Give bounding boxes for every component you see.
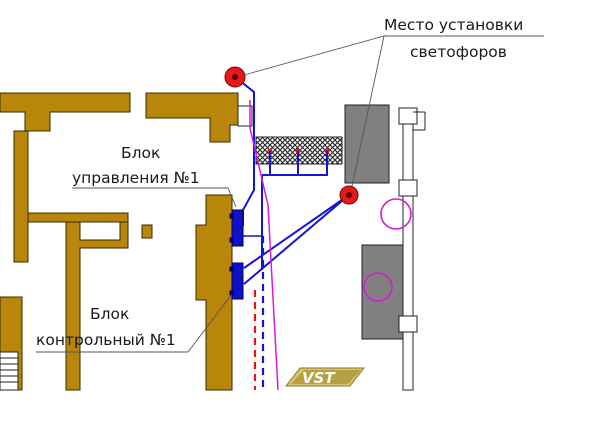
control-unit-label-line1: Блок (121, 144, 160, 162)
control-unit-1 (231, 209, 244, 247)
gate-post (402, 111, 414, 391)
wall-top-middle (145, 92, 239, 143)
logo-text: VST (302, 369, 336, 387)
detector-circle-lower (363, 272, 393, 302)
detector-circle-upper (380, 198, 412, 230)
wall-middle-horizontal (27, 212, 129, 223)
signals-location-label-line2: светофоров (410, 43, 507, 61)
check-unit-label-line2: контрольный №1 (36, 331, 176, 349)
equipment-upper (344, 104, 390, 184)
cables-blue (234, 76, 350, 285)
wall-column (141, 224, 153, 239)
signals-location-label-line1: Место установки (384, 16, 523, 34)
staircase (0, 351, 19, 391)
wall-interior-right (65, 221, 129, 391)
equipment (344, 104, 426, 391)
cable-magenta (249, 100, 279, 391)
wall-main-vertical (195, 194, 233, 391)
junction-box (237, 105, 253, 127)
wall-left-vertical (13, 130, 41, 263)
vst-logo: VST (284, 367, 366, 387)
control-unit-label-line2: управления №1 (72, 169, 200, 187)
equipment-lower (361, 244, 405, 340)
leader-lines (36, 35, 544, 353)
check-unit-label-line1: Блок (90, 305, 129, 323)
check-unit-1 (231, 262, 244, 300)
wall-top-left (0, 92, 131, 132)
cable-to-right-signal (243, 194, 350, 269)
